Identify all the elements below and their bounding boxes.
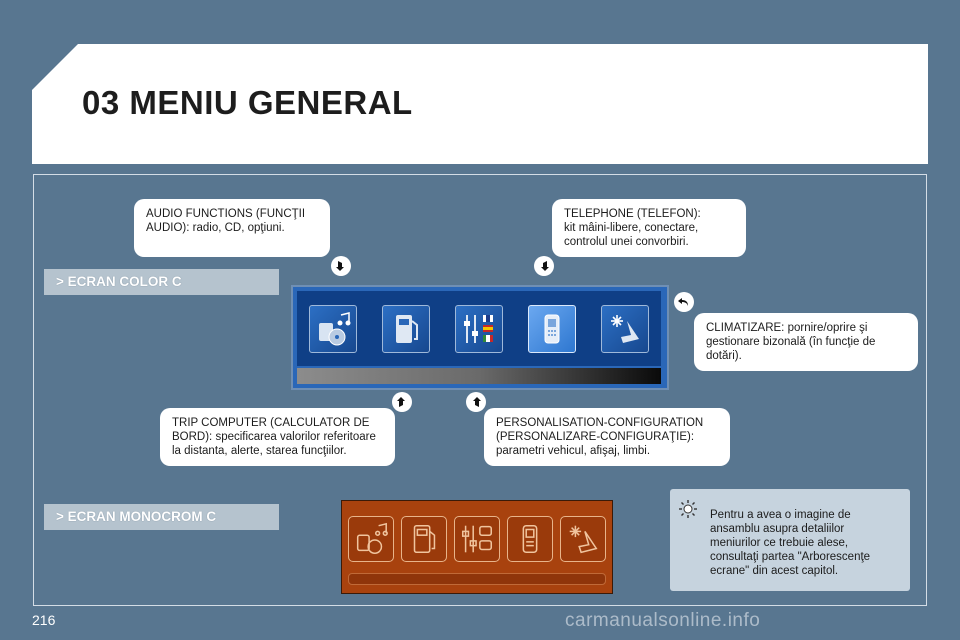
fuel-pump-icon[interactable] xyxy=(401,516,447,562)
arrow-up-left-icon xyxy=(466,392,486,412)
note-line: Pentru a avea o imagine de xyxy=(710,509,851,521)
monochrome-screen-display xyxy=(341,500,613,594)
phone-icon[interactable] xyxy=(507,516,553,562)
phone-icon[interactable] xyxy=(527,304,576,353)
climate-icon[interactable] xyxy=(560,516,606,562)
callout-personalisation-line: PERSONALISATION-CONFIGURATION xyxy=(496,417,704,429)
settings-sliders-icon[interactable] xyxy=(454,516,500,562)
color-screen-display xyxy=(291,285,669,390)
callout-climate-line: CLIMATIZARE: pornire/oprire şi xyxy=(706,322,868,334)
info-note: Pentru a avea o imagine de ansamblu asup… xyxy=(670,489,910,591)
callout-personalisation-line: (PERSONALIZARE-CONFIGURAŢIE): xyxy=(496,431,695,443)
callout-climate-line: dotări). xyxy=(706,350,742,362)
callout-audio: AUDIO FUNCTIONS (FUNCŢII AUDIO): radio, … xyxy=(134,199,330,257)
arrow-down-left-icon xyxy=(534,256,554,276)
arrow-up-right-icon xyxy=(392,392,412,412)
monochrome-screen-icon-row xyxy=(348,511,606,567)
info-note-text: Pentru a avea o imagine de ansamblu asup… xyxy=(710,508,900,578)
settings-sliders-icon[interactable] xyxy=(454,304,503,353)
arrow-back-icon xyxy=(674,292,694,312)
section-header-monochrome: > ECRAN MONOCROM C xyxy=(44,504,279,530)
page-number: 216 xyxy=(32,612,56,628)
callout-trip-line: BORD): specificarea valorilor referitoar… xyxy=(172,431,376,443)
page-title: 03 MENIU GENERAL xyxy=(82,84,413,121)
color-screen-status-bar xyxy=(297,368,661,384)
note-line: ecrane" din acest capitol. xyxy=(710,565,839,577)
note-line: consultaţi partea "Arborescenţe xyxy=(710,551,871,563)
audio-icon[interactable] xyxy=(348,516,394,562)
climate-icon[interactable] xyxy=(600,304,649,353)
callout-trip-computer: TRIP COMPUTER (CALCULATOR DE BORD): spec… xyxy=(160,408,395,466)
callout-personalisation-line: parametri vehicul, afişaj, limbi. xyxy=(496,445,651,457)
callout-trip-line: TRIP COMPUTER (CALCULATOR DE xyxy=(172,417,370,429)
callout-telephone-line: TELEPHONE (TELEFON): xyxy=(564,208,701,220)
fuel-pump-icon[interactable] xyxy=(382,304,431,353)
sun-tip-icon xyxy=(678,499,698,524)
note-line: ansamblu asupra detaliilor xyxy=(710,523,845,535)
callout-telephone-line: controlul unei convorbiri. xyxy=(564,236,689,248)
content-frame xyxy=(33,174,927,606)
monochrome-screen-status-bar xyxy=(348,573,606,585)
callout-telephone: TELEPHONE (TELEFON): kit mâini-libere, c… xyxy=(552,199,746,257)
audio-icon[interactable] xyxy=(309,304,358,353)
note-line: meniurilor ce trebuie alese, xyxy=(710,537,849,549)
callout-trip-line: la distanta, alerte, starea funcţiilor. xyxy=(172,445,347,457)
section-header-color: > ECRAN COLOR C xyxy=(44,269,279,295)
color-screen-icon-row xyxy=(297,291,661,366)
callout-personalisation: PERSONALISATION-CONFIGURATION (PERSONALI… xyxy=(484,408,730,466)
callout-audio-line: AUDIO): radio, CD, opţiuni. xyxy=(146,222,285,234)
callout-climate-line: gestionare bizonală (în funcţie de xyxy=(706,336,876,348)
arrow-down-right-icon xyxy=(331,256,351,276)
callout-climate: CLIMATIZARE: pornire/oprire şi gestionar… xyxy=(694,313,918,371)
title-panel xyxy=(32,44,928,164)
callout-telephone-line: kit mâini-libere, conectare, xyxy=(564,222,699,234)
watermark: carmanualsonline.info xyxy=(565,610,761,631)
callout-audio-line: AUDIO FUNCTIONS (FUNCŢII xyxy=(146,208,306,220)
